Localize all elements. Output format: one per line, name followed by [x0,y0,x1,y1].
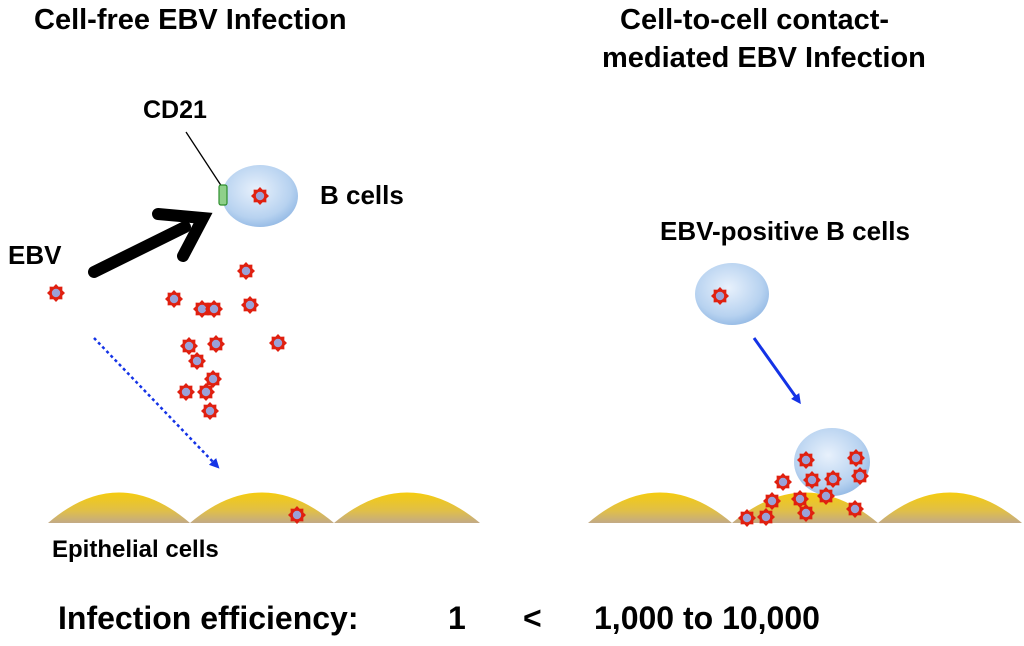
ebv-positive-b-cells-label: EBV-positive B cells [660,216,910,246]
infection-efficiency-label: Infection efficiency: [58,600,359,636]
cd21-receptor [218,184,228,206]
epithelial-cell [588,492,732,523]
dotted-blue-arrow [93,337,220,469]
black-arrow [88,208,213,278]
ebv-virion [797,451,815,469]
ebv-virion [774,473,792,491]
cd21-pointer-line [185,131,225,191]
ebv-virion [817,487,835,505]
ebv-virion [847,449,865,467]
epithelial-cell [48,492,190,523]
left-panel-title: Cell-free EBV Infection [34,4,347,36]
cell-to-cell-efficiency-value: 1,000 to 10,000 [594,600,820,636]
ebv-virion [763,492,781,510]
epithelial-cell [334,492,480,523]
ebv-virion [205,300,223,318]
ebv-virion [241,296,259,314]
ebv-virion [797,504,815,522]
epithelial-cell [190,492,334,523]
right-panel-title-line2: mediated EBV Infection [602,42,926,74]
cd21-label: CD21 [143,96,207,124]
ebv-virion [846,500,864,518]
ebv-virion [165,290,183,308]
ebv-virion [851,467,869,485]
epithelial-cells-label: Epithelial cells [52,536,219,563]
ebv-virion [824,470,842,488]
ebv-virion [711,287,729,305]
ebv-virion [197,383,215,401]
blue-arrow [752,337,801,405]
ebv-virion [757,508,775,526]
right-epithelium [588,492,1022,523]
ebv-virion [180,337,198,355]
left-epithelium [48,492,480,523]
ebv-virion [237,262,255,280]
ebv-virion [251,187,269,205]
ebv-virion [269,334,287,352]
right-panel-title-line1: Cell-to-cell contact- [620,4,890,36]
cell-free-efficiency-value: 1 [448,600,466,636]
ebv-virion [47,284,65,302]
b-cells-label: B cells [320,180,404,210]
ebv-virion [738,509,756,527]
ebv-virion [288,506,306,524]
comparison-symbol: < [523,600,542,636]
ebv-virion [177,383,195,401]
ebv-virion [188,352,206,370]
ebv-label: EBV [8,240,62,270]
ebv-positive-b-cell [695,263,769,325]
epithelial-cell [878,492,1022,523]
ebv-virion [201,402,219,420]
ebv-virion [207,335,225,353]
ebv-virion [803,471,821,489]
